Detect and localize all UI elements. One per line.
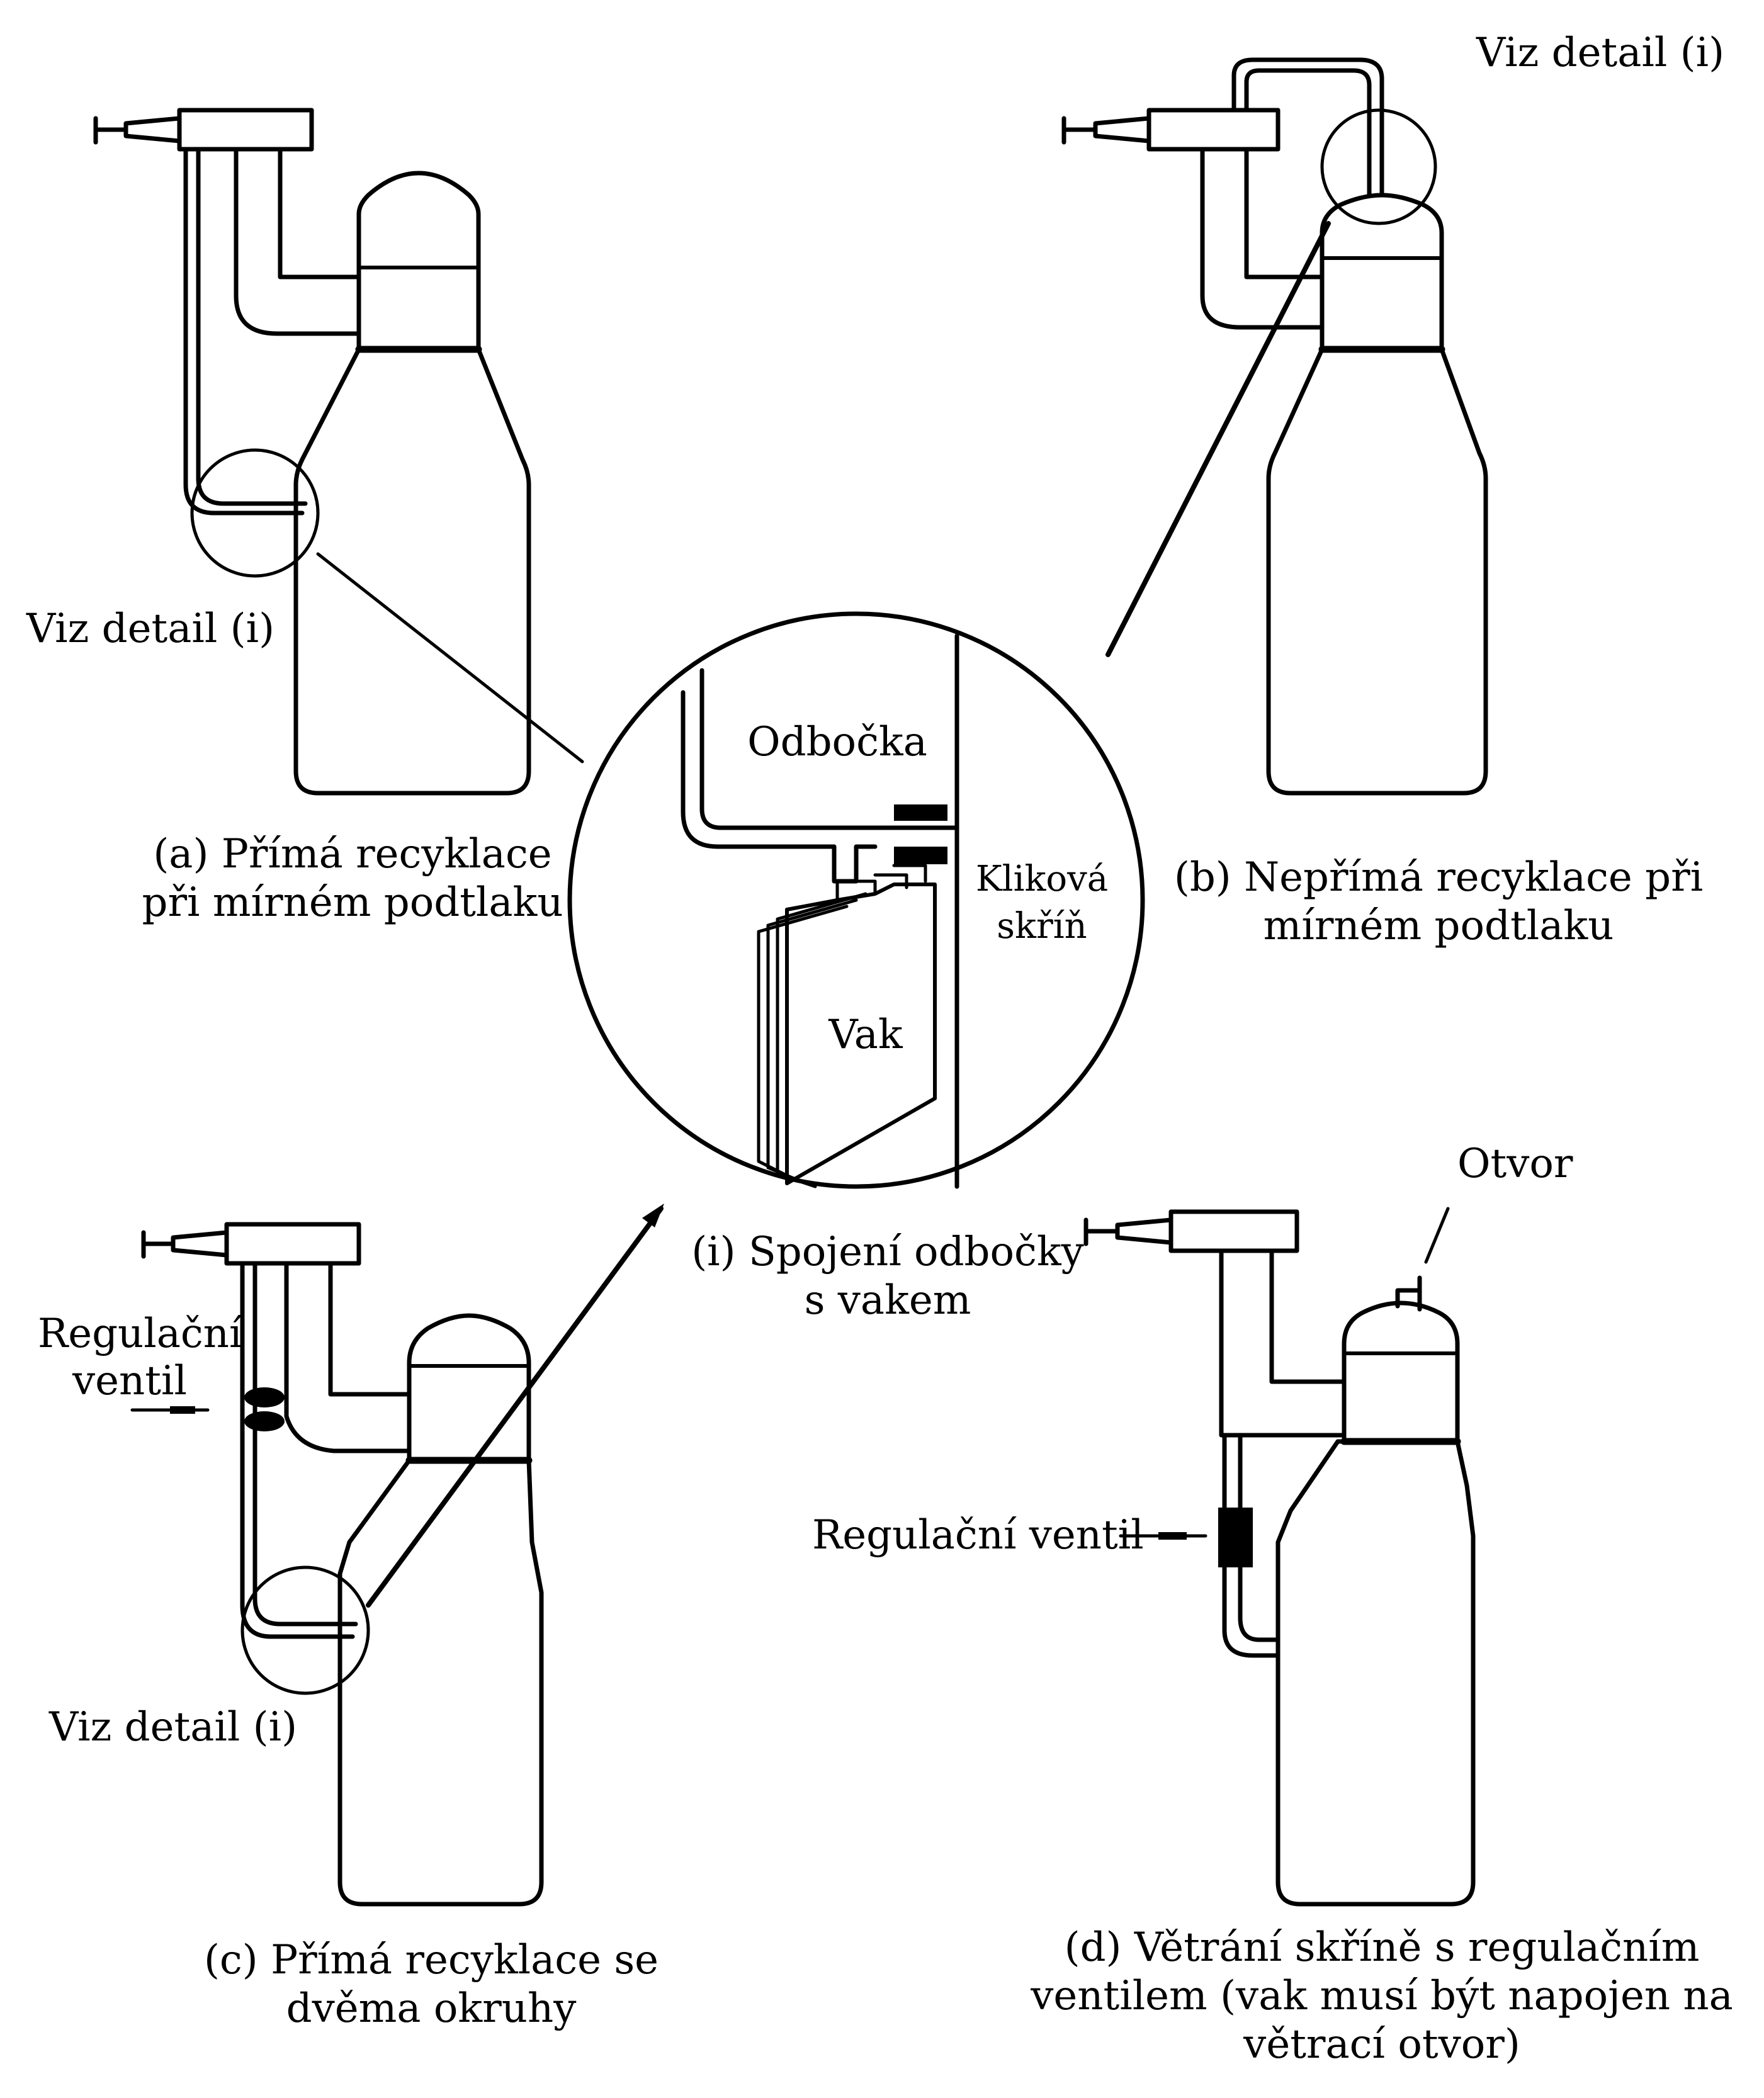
- intake-c: [224, 1222, 361, 1266]
- loop-pipe-b: [1231, 57, 1384, 198]
- vent-hole-label: Otvor: [1457, 1141, 1573, 1187]
- caption-a-line2: při mírném podtlaku: [142, 879, 563, 926]
- crankcase-bottle-d: [1275, 1300, 1476, 1907]
- detail-arrowhead-c: [642, 1204, 664, 1227]
- see-detail-label-c: Viz detail (i): [48, 1704, 297, 1751]
- clamp-top: [894, 804, 947, 821]
- diagram-a: [93, 108, 584, 796]
- caption-d-line3: větrací otvor): [1243, 2021, 1520, 2068]
- caption-c-line2: dvěma okruhy: [286, 1985, 577, 2032]
- branch-pipe-c: [284, 1261, 412, 1453]
- crankcase-bottle-b: [1266, 193, 1488, 796]
- caption-d-line1: (d) Větrání skříně s regulačním: [1065, 1924, 1700, 1971]
- caption-b-line1: (b) Nepřímá recyklace při: [1174, 854, 1703, 901]
- vent-hole-leader: [1424, 1207, 1450, 1264]
- caption-i-line2: s vakem: [805, 1277, 971, 1324]
- detail-crankcase-label-line2: skříň: [997, 906, 1087, 947]
- nozzle-b: [1093, 116, 1151, 144]
- detail-bag-label: Vak: [828, 1012, 903, 1058]
- diagram-d: [1083, 1207, 1476, 1907]
- regulating-valve-c-top: [244, 1387, 285, 1407]
- valve-leader-d-mark: [1158, 1532, 1187, 1540]
- detail-i: [567, 611, 1145, 1189]
- see-detail-label-a: Viz detail (i): [26, 606, 274, 652]
- detail-circle-b: [1320, 108, 1437, 225]
- see-detail-label-b: Viz detail (i): [1476, 30, 1724, 76]
- bag-neck: [835, 864, 927, 902]
- control-valve-label-c-line2: ventil: [72, 1358, 187, 1404]
- control-valve-label-c-line1: Regulační: [38, 1311, 242, 1357]
- intake-a: [177, 108, 314, 152]
- caption-a-line1: (a) Přímá recyklace: [153, 831, 551, 877]
- regulating-valve-c-bottom: [244, 1411, 285, 1431]
- diagram-c: [130, 1204, 664, 1907]
- diagram-b: [1061, 57, 1488, 796]
- control-valve-label-d: Regulační ventil: [812, 1512, 1144, 1559]
- crankcase-bottle-a: [293, 171, 531, 796]
- detail-branch-label: Odbočka: [747, 719, 927, 765]
- vent-hole-d: [1395, 1275, 1422, 1312]
- valve-leader-c-mark: [170, 1406, 195, 1414]
- clamp-bottom: [894, 847, 947, 864]
- nozzle-c: [171, 1230, 229, 1258]
- caption-i-line1: (i) Spojení odbočky: [691, 1229, 1084, 1275]
- branch-pipe-b: [1200, 147, 1325, 330]
- branch-pipe-d: [1219, 1248, 1347, 1438]
- regulating-valve-d: [1218, 1508, 1253, 1567]
- intake-b: [1146, 108, 1281, 152]
- outlet-pipe-d: [1222, 1433, 1281, 1658]
- recycle-pipe-c: [240, 1261, 358, 1639]
- detail-arrow-a: [316, 552, 584, 764]
- caption-c-line1: (c) Přímá recyklace se: [204, 1937, 659, 1983]
- detail-i-circle: [567, 611, 1145, 1189]
- detail-arrow-b: [1105, 221, 1331, 657]
- detail-crankcase-label-line1: Kliková: [976, 859, 1108, 900]
- crankcase-bottle-c: [337, 1313, 544, 1907]
- detail-arrow-c: [366, 1206, 664, 1608]
- nozzle-a: [123, 116, 182, 144]
- caption-d-line2: ventilem (vak musí být napojen na: [1030, 1973, 1733, 2019]
- detail-circle-a: [190, 448, 320, 578]
- bag-front: [785, 883, 937, 1185]
- intake-d: [1168, 1209, 1299, 1253]
- branch-tube: [681, 668, 959, 884]
- caption-b-line2: mírném podtlaku: [1264, 903, 1614, 949]
- detail-circle-c: [240, 1565, 370, 1695]
- nozzle-d: [1115, 1217, 1173, 1245]
- branch-pipe-a: [234, 147, 361, 336]
